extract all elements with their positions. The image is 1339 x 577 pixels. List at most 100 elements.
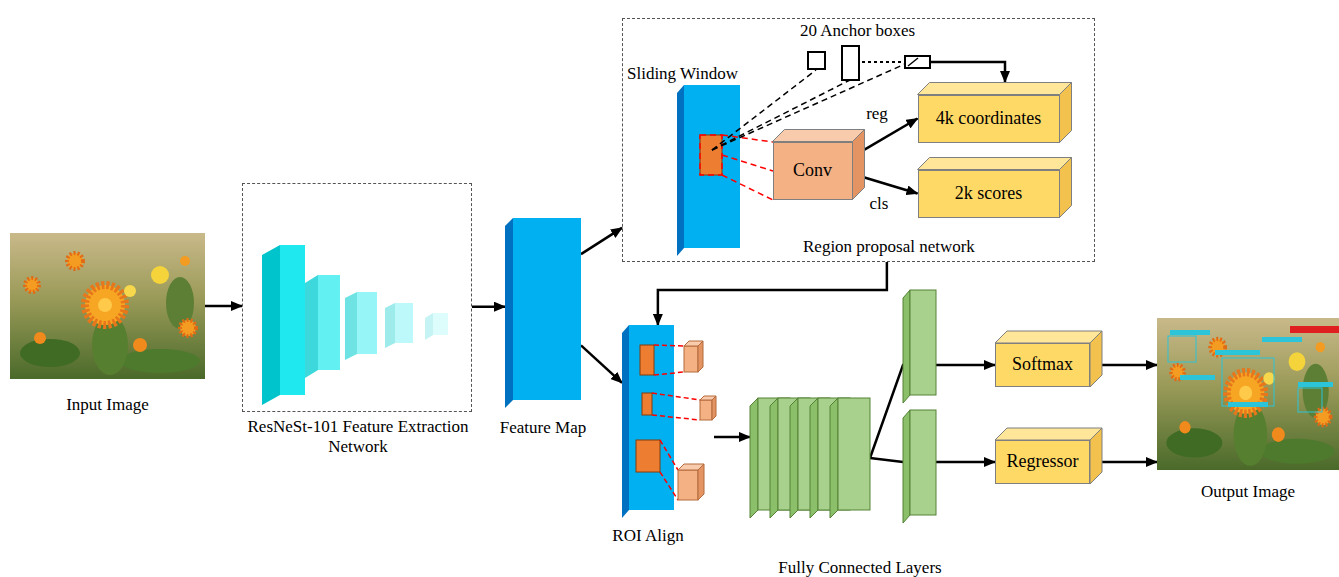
feature-map-slab	[505, 218, 581, 408]
fc-stack	[750, 398, 758, 518]
roi-projection	[654, 372, 684, 375]
fc-layers: Fully Connected Layers	[750, 398, 870, 518]
backbone-layers	[433, 313, 448, 335]
node-label: ResNeSt-101 Feature Extraction Network	[243, 417, 473, 458]
node-label: Output Image	[1201, 482, 1295, 502]
roi-align-slab	[640, 345, 654, 375]
feature-map: Feature Map	[505, 218, 581, 408]
pooled-cubes	[698, 341, 703, 372]
fc-stack	[810, 398, 818, 518]
backbone-layers	[425, 313, 433, 340]
connector-arrow	[1102, 461, 1157, 464]
connector-arrow	[1102, 364, 1157, 367]
connector-arrow	[714, 436, 750, 439]
box-side-face	[1060, 158, 1072, 218]
output-photo	[1157, 318, 1339, 470]
softmax-box: Softmax	[995, 343, 1090, 387]
node-label: ROI Align	[612, 526, 683, 546]
connector-arrow	[658, 262, 887, 325]
anchor-boxes	[905, 56, 930, 68]
output-photo	[1298, 388, 1322, 412]
pooled-cubes	[684, 346, 698, 372]
branch-layers	[903, 290, 910, 403]
backbone-layers	[318, 275, 340, 370]
box-side-face	[1090, 428, 1102, 484]
roi-projection	[660, 472, 678, 500]
box-top-face	[995, 331, 1102, 343]
branch-layers	[910, 410, 936, 515]
rpn-feature-slab	[684, 85, 740, 248]
output-photo	[1170, 330, 1333, 407]
box-top-face	[918, 158, 1072, 170]
output-photo	[1262, 337, 1302, 342]
pooled-cubes	[678, 470, 698, 500]
backbone-layers	[357, 292, 377, 354]
node-label: Fully Connected Layers	[778, 558, 941, 577]
output-photo	[1222, 358, 1274, 406]
window-projection	[700, 135, 722, 175]
rpn-feature-slab	[677, 85, 684, 256]
regressor-box: Regressor	[995, 440, 1090, 484]
box-text: Softmax	[1012, 354, 1073, 376]
rpn-region: Region proposal networkConv4k coordinate…	[622, 18, 1095, 262]
window-projection	[700, 135, 773, 200]
connector-arrow	[581, 228, 622, 254]
roi-projection	[652, 415, 700, 420]
rpn-feature-slab	[700, 135, 722, 175]
anchor-boxes	[808, 52, 825, 69]
output-photo	[1168, 336, 1322, 412]
box-side-face	[1060, 83, 1072, 143]
backbone-box: ResNeSt-101 Feature Extraction Network	[242, 183, 472, 412]
backbone-layers	[305, 275, 318, 378]
roi-projection	[652, 345, 700, 500]
output-photo	[1170, 330, 1210, 335]
anchor-boxes	[908, 58, 918, 66]
box-side-face	[1090, 331, 1102, 387]
pooled-cubes	[678, 341, 716, 500]
backbone-layers	[262, 245, 280, 405]
anchor-boxes	[808, 46, 930, 80]
edge-label: cls	[868, 194, 891, 214]
backbone-layers	[395, 303, 413, 343]
coordinate-box: 4k coordinates	[918, 95, 1060, 143]
connector-arrow	[472, 305, 505, 308]
connector-arrow	[205, 305, 242, 308]
score-box: 2k scores	[918, 170, 1060, 218]
output-photo	[1157, 318, 1339, 470]
connector-arrow	[865, 177, 918, 193]
roi-align: ROI Align	[622, 325, 674, 518]
output-photo	[1180, 375, 1215, 380]
output-photo	[1298, 382, 1333, 387]
roi-align-slab	[642, 393, 652, 415]
box-top-face	[918, 83, 1072, 95]
anchor-leaders	[712, 64, 905, 150]
edge-label: reg	[864, 104, 890, 124]
roi-projection	[652, 393, 700, 400]
backbone-layers	[345, 292, 357, 360]
output-photo	[1168, 336, 1196, 362]
input-photo	[10, 233, 205, 379]
backbone-layers	[385, 303, 395, 348]
box-faces	[773, 83, 1103, 485]
branch-layers	[903, 410, 910, 523]
roi-projection	[654, 345, 684, 346]
box-text: Conv	[793, 160, 832, 182]
rpn-feature-slab	[677, 85, 740, 256]
box-top-face	[773, 130, 865, 142]
roi-align-slab	[622, 325, 629, 518]
window-projection	[722, 155, 773, 171]
fc-stack	[790, 398, 798, 518]
output-photo	[1290, 326, 1339, 333]
roi-align-slab	[622, 325, 674, 518]
pooled-cubes	[700, 400, 712, 420]
anchor-boxes	[842, 46, 859, 80]
roi-projection	[660, 440, 678, 470]
backbone-layers	[262, 245, 448, 405]
backbone-layers	[280, 245, 305, 395]
roi-align-slab	[636, 440, 660, 472]
branch-layers	[903, 290, 936, 523]
node-label: Input Image	[66, 395, 149, 415]
input-photo	[10, 233, 205, 379]
